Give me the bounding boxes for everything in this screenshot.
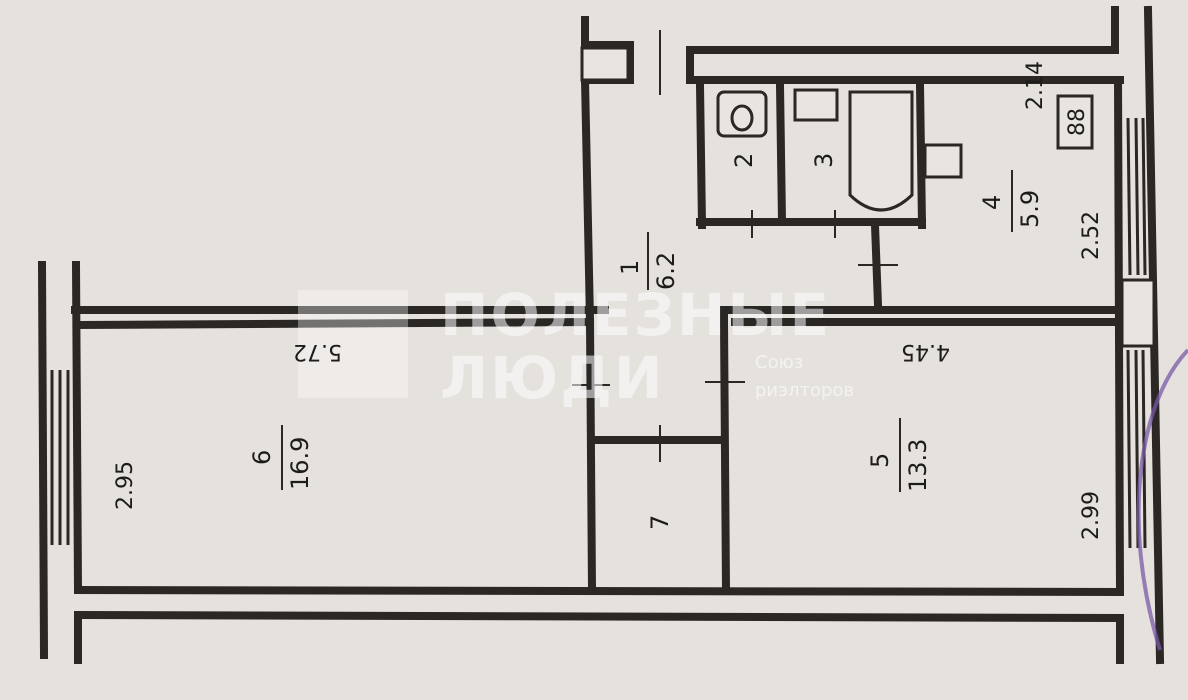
room5-area: 13.3 <box>904 439 932 492</box>
room1-area: 6.2 <box>652 252 680 290</box>
room6-width: 2.95 <box>113 461 138 510</box>
wall-bottom-outer <box>73 610 1125 623</box>
kitchen-sink <box>923 143 963 179</box>
wall-corridor-left <box>580 75 595 325</box>
stove-symbol: 88 <box>1065 108 1090 136</box>
room5-number: 5 <box>866 453 894 468</box>
watermark-logo <box>298 290 408 398</box>
wall-left-inner <box>71 260 83 595</box>
fixtures <box>716 88 1094 212</box>
bathtub <box>848 90 914 212</box>
window-room5-line-1 <box>1126 349 1132 549</box>
room3-number: 3 <box>810 153 838 168</box>
room6-area: 16.9 <box>286 437 314 490</box>
watermark-line2: ЛЮДИ <box>440 344 664 412</box>
pier-top-left <box>580 46 630 82</box>
room4-width: 2.52 <box>1079 211 1104 260</box>
wall-top <box>686 46 1119 84</box>
window-kitchen-line-2 <box>1134 117 1140 276</box>
room6-length: 5.72 <box>293 339 342 364</box>
wall-room5-top <box>720 306 1124 326</box>
wall-bath-right <box>915 80 927 230</box>
room1-number: 1 <box>616 260 644 275</box>
door-marks <box>572 30 898 462</box>
window-kitchen-line-3 <box>1141 117 1147 276</box>
room4-length: 2.14 <box>1023 61 1048 110</box>
wall-bottom-inner <box>73 585 1125 597</box>
watermark-line1: ПОЛЕЗНЫЕ <box>440 281 831 349</box>
wall-left-outer <box>37 260 49 660</box>
wall-wc-bath-divider <box>775 80 787 227</box>
watermark-sub2: риэлторов <box>755 380 854 401</box>
room2-number: 2 <box>730 153 758 168</box>
toilet-bowl <box>730 104 754 132</box>
watermark: ПОЛЕЗНЫЕ ЛЮДИ Союз риэлторов <box>298 281 854 412</box>
wall-room7-right <box>719 317 731 595</box>
room5-width: 2.99 <box>1079 491 1104 540</box>
wall-right-inner <box>1113 75 1125 595</box>
stamp-arc <box>1136 348 1188 651</box>
sink <box>793 88 839 122</box>
room-labels: 1 6.2 2 3 4 5.9 2.52 2.14 88 5 13.3 4.45… <box>113 61 1104 540</box>
room7-number: 7 <box>646 515 674 530</box>
stove <box>1056 94 1094 150</box>
room5-length: 4.45 <box>901 339 950 364</box>
wall-room7-left <box>585 317 597 595</box>
room6-number: 6 <box>248 450 276 465</box>
wall-room6-top-inner <box>75 317 595 330</box>
pier-right <box>1120 278 1156 348</box>
window-kitchen-line-1 <box>1126 117 1132 276</box>
room4-number: 4 <box>978 195 1006 210</box>
wall-wc-left <box>695 80 707 230</box>
room4-area: 5.9 <box>1016 190 1044 228</box>
watermark-sub1: Союз <box>755 352 803 373</box>
walls <box>37 5 1165 665</box>
